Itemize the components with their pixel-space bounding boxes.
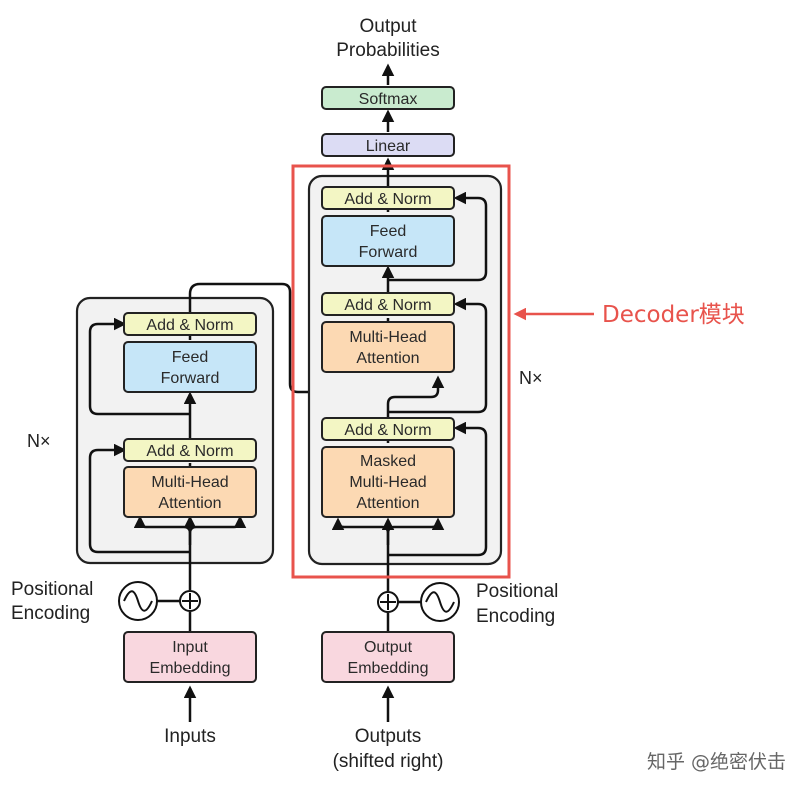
decoder-cross-attention-label-1: Multi-Head [349,329,426,346]
decoder-embedding-label-1: Output [364,639,413,656]
encoder-positional-label-1: Positional [11,579,93,600]
decoder-feed-forward [321,215,455,267]
decoder-add-norm-bottom-label: Add & Norm [344,422,431,439]
decoder-outputs-label-2: (shifted right) [333,751,444,772]
decoder-positional-label-1: Positional [476,581,558,602]
encoder-multi-head-attention [123,466,257,518]
encoder-feed-forward-label-1: Feed [172,349,208,366]
decoder-annotation-label: Decoder模块 [602,302,745,328]
decoder: Add & Norm Feed Forward Add & Norm Multi… [307,63,558,772]
linear-layer [321,133,455,157]
encoder-embedding-label-2: Embedding [150,660,231,677]
decoder-embedding-label-2: Embedding [348,660,429,677]
encoder-feed-forward [123,341,257,393]
decoder-masked-attention [321,446,455,518]
decoder-add-norm-mid-label: Add & Norm [344,297,431,314]
softmax-layer [321,86,455,110]
encoder-inputs-label: Inputs [164,726,216,747]
decoder-positional-label-2: Encoding [476,606,555,627]
watermark: 知乎 @绝密伏击 [647,751,786,773]
encoder-stack [75,296,275,565]
decoder-masked-label-1: Masked [360,453,416,470]
output-head: Linear Softmax Output Probabilities [321,16,455,157]
decoder-outputs-label-1: Outputs [355,726,422,747]
encoder-add-norm-top [123,312,257,336]
encoder-attention-label-1: Multi-Head [151,474,228,491]
encoder-nx-label: N× [27,431,51,451]
linear-label: Linear [366,138,411,155]
encoder-add-norm-bottom [123,438,257,462]
decoder-add-norm-top [321,186,455,210]
decoder-add-norm-bottom [321,417,455,441]
decoder-highlight-box [291,164,511,579]
decoder-add-norm-mid [321,292,455,316]
decoder-annotation: Decoder模块 [291,164,745,579]
encoder-add-norm-bottom-label: Add & Norm [146,443,233,460]
decoder-cross-attention-label-2: Attention [356,350,419,367]
decoder-add-norm-top-label: Add & Norm [344,191,431,208]
encoder-positional-label-2: Encoding [11,603,90,624]
encoder-attention-label-2: Attention [158,495,221,512]
decoder-cross-attention [321,321,455,373]
softmax-label: Softmax [359,91,418,108]
encoder-add-norm-top-label: Add & Norm [146,317,233,334]
decoder-masked-label-2: Multi-Head [349,474,426,491]
encoder-embedding-label-1: Input [172,639,208,656]
decoder-nx-label: N× [519,368,543,388]
encoder: Add & Norm Feed Forward Add & Norm Multi… [11,282,418,747]
decoder-output-embedding [321,631,455,683]
decoder-feed-forward-label-2: Forward [359,244,418,261]
decoder-masked-label-3: Attention [356,495,419,512]
output-probabilities-label-2: Probabilities [336,40,440,61]
output-probabilities-label-1: Output [359,16,417,37]
encoder-feed-forward-label-2: Forward [161,370,220,387]
decoder-feed-forward-label-1: Feed [370,223,406,240]
encoder-input-embedding [123,631,257,683]
